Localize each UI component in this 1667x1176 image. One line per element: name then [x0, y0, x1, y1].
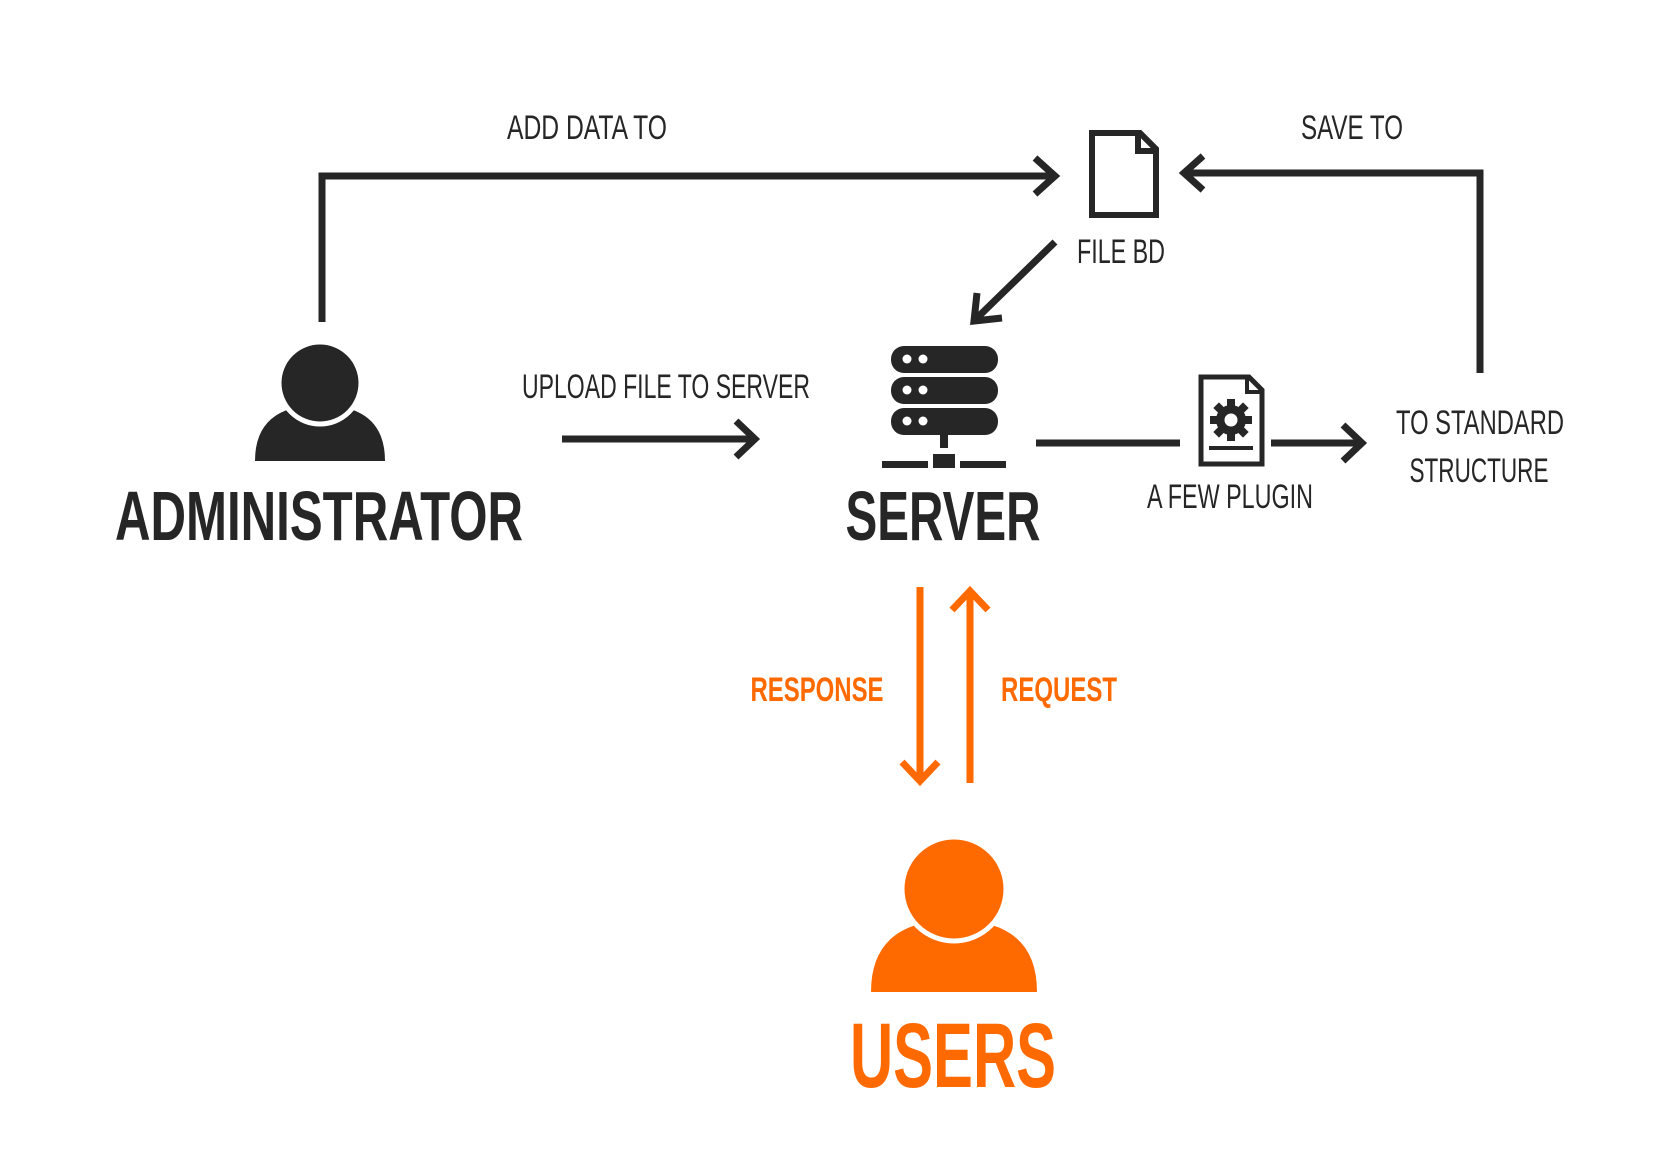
server-base-node	[933, 454, 955, 468]
add-data-arrowhead	[1032, 155, 1061, 197]
add-data-connector	[318, 172, 1050, 322]
save-to-connector	[1186, 169, 1484, 373]
users-user-icon	[871, 834, 1037, 992]
standard-structure-label-line1: TO STANDARD	[1396, 404, 1564, 442]
response-arrowhead	[899, 759, 941, 787]
add-data-label: ADD DATA TO	[507, 109, 667, 147]
standard-structure-label-line2: STRUCTURE	[1410, 452, 1549, 490]
users-label: USERS	[850, 1005, 1056, 1107]
server-unit-middle	[891, 377, 998, 404]
request-label: REQUEST	[1001, 671, 1117, 709]
document-icon	[1089, 130, 1159, 218]
server-stem	[940, 435, 948, 448]
request-arrowhead	[949, 585, 991, 613]
server-icon	[882, 346, 1006, 468]
administrator-head	[276, 339, 364, 427]
upload-label: UPLOAD FILE TO SERVER	[522, 368, 810, 406]
file-to-server-arrowhead	[970, 292, 1003, 325]
server-base-right	[960, 461, 1006, 468]
administrator-body	[255, 405, 385, 461]
server-unit-top	[891, 346, 998, 373]
users-head	[899, 834, 1009, 944]
server-base-left	[882, 461, 928, 468]
server-label: SERVER	[846, 477, 1041, 555]
file-to-server-connector	[975, 239, 1058, 320]
upload-arrowhead	[733, 418, 761, 460]
gear-icon	[1210, 399, 1252, 441]
administrator-user-icon	[255, 339, 385, 461]
save-to-label: SAVE TO	[1301, 109, 1403, 147]
file-bd-label: FILE BD	[1077, 233, 1165, 271]
server-unit-bottom	[891, 408, 998, 435]
plugin-to-standard-arrowhead	[1340, 422, 1368, 464]
response-label: RESPONSE	[751, 671, 884, 709]
administrator-label: ADMINISTRATOR	[115, 477, 523, 555]
users-body	[871, 920, 1037, 992]
save-to-arrowhead	[1178, 153, 1206, 193]
settings-document-icon	[1198, 374, 1265, 467]
plugin-label: A FEW PLUGIN	[1147, 478, 1313, 516]
